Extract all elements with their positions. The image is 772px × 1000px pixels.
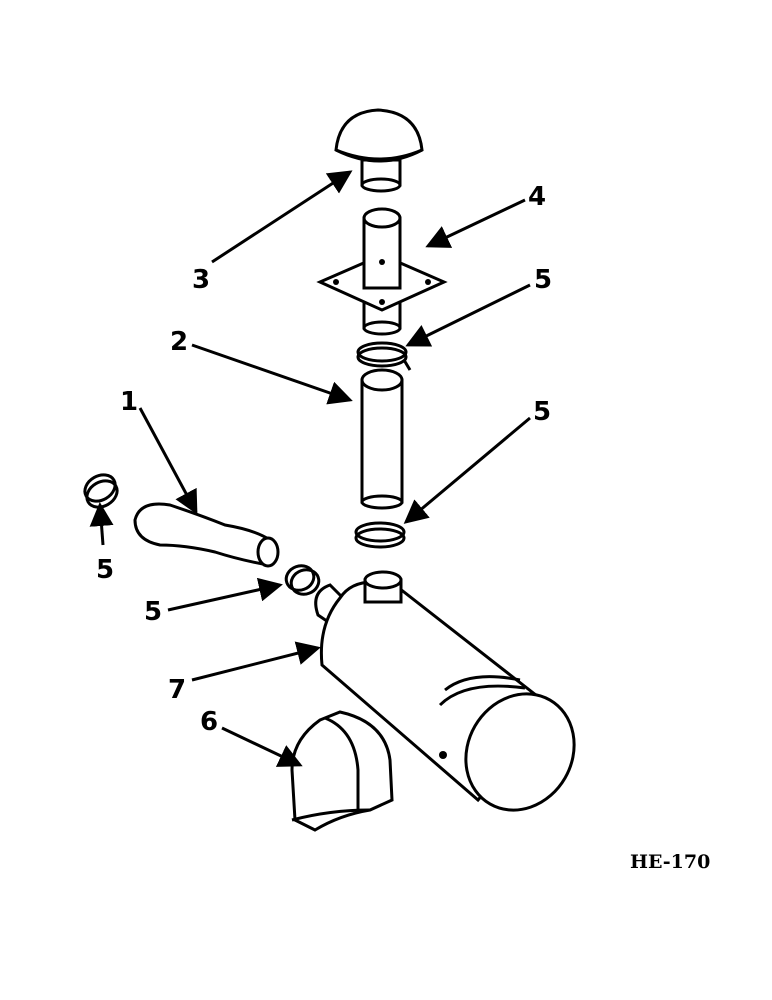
figure-id: HE-170: [630, 851, 710, 873]
mounting-bracket-part: [290, 710, 394, 832]
callout-5-upper: 5: [534, 265, 552, 295]
clamp-left-part: [83, 473, 119, 509]
tube-part: [360, 368, 404, 510]
clamp-upper-part: [356, 341, 412, 371]
air-cleaner-part: [314, 570, 576, 812]
pipe-with-flange-part: [316, 207, 448, 336]
clamp-middle-part: [354, 521, 406, 549]
callout-2: 2: [170, 327, 188, 357]
callout-5-left: 5: [96, 555, 114, 585]
callout-6: 6: [200, 707, 218, 737]
callout-4: 4: [528, 182, 546, 212]
callout-5-hose: 5: [144, 597, 162, 627]
callout-5-middle: 5: [533, 397, 551, 427]
callout-3: 3: [192, 265, 210, 295]
clamp-hose-part: [284, 564, 321, 596]
leader-lines: [89, 170, 531, 767]
cap-part: [334, 108, 424, 193]
hose-part: [133, 502, 280, 568]
callout-1: 1: [120, 387, 138, 417]
callout-7: 7: [168, 675, 186, 705]
